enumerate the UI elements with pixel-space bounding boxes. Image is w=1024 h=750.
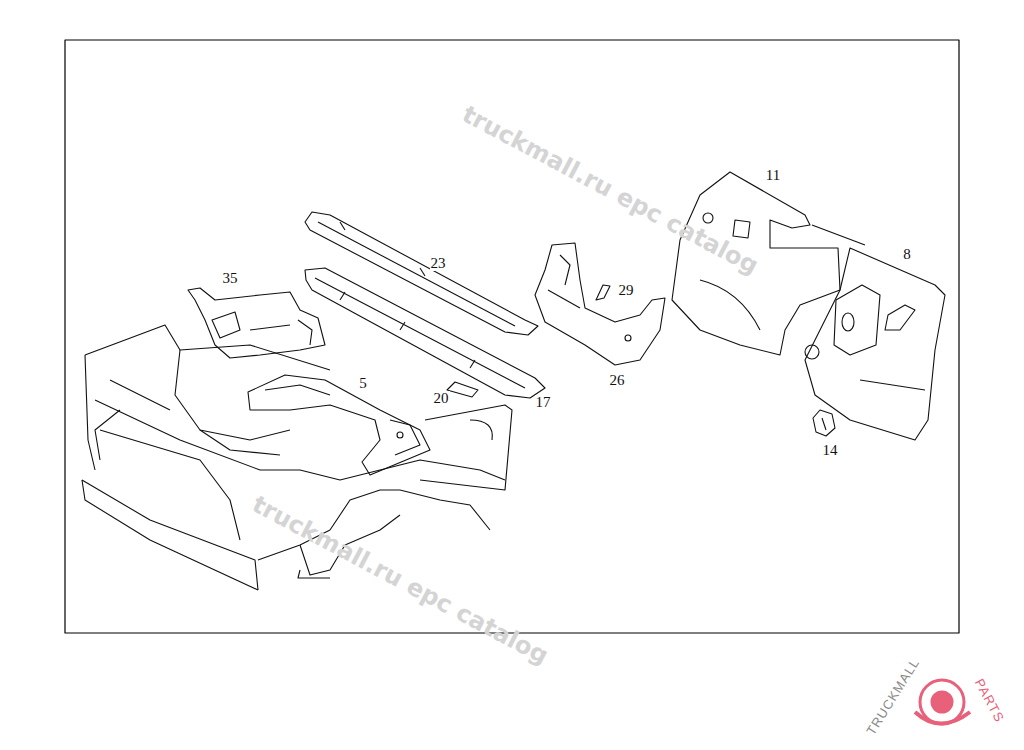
- part-17-cowl-panel: [305, 268, 545, 398]
- watermark: truckmall.ru epc catalog: [458, 102, 761, 278]
- part-8-firewall: [805, 248, 945, 440]
- callout-number: 20: [433, 391, 450, 406]
- watermark: truckmall.ru epc catalog: [248, 492, 551, 668]
- callout-number: 35: [222, 271, 239, 286]
- part-14-grommet: [813, 410, 835, 436]
- callout-number: 17: [535, 395, 552, 410]
- frame: [65, 40, 959, 633]
- part-35-panel: [188, 288, 325, 358]
- callout-number: 5: [358, 376, 368, 391]
- callout-number: 29: [618, 283, 635, 298]
- part-23-cowl-top: [305, 212, 538, 335]
- callout-number: 11: [765, 168, 781, 183]
- part-11-inner-panel: [672, 172, 865, 355]
- logo-text: TRUCKMALL: [864, 655, 922, 736]
- part-5-bracket: [248, 375, 430, 475]
- part-26-panel: [535, 243, 665, 365]
- callout-number: 8: [902, 247, 912, 262]
- part-29-bracket: [596, 285, 610, 300]
- callout-number: 14: [822, 443, 839, 458]
- part-20-clip: [447, 382, 478, 397]
- body-shell: [82, 325, 512, 590]
- logo-text: PARTS: [973, 676, 1007, 724]
- callout-number: 23: [430, 256, 447, 271]
- logo-gear: [915, 680, 970, 724]
- callout-number: 26: [609, 373, 626, 388]
